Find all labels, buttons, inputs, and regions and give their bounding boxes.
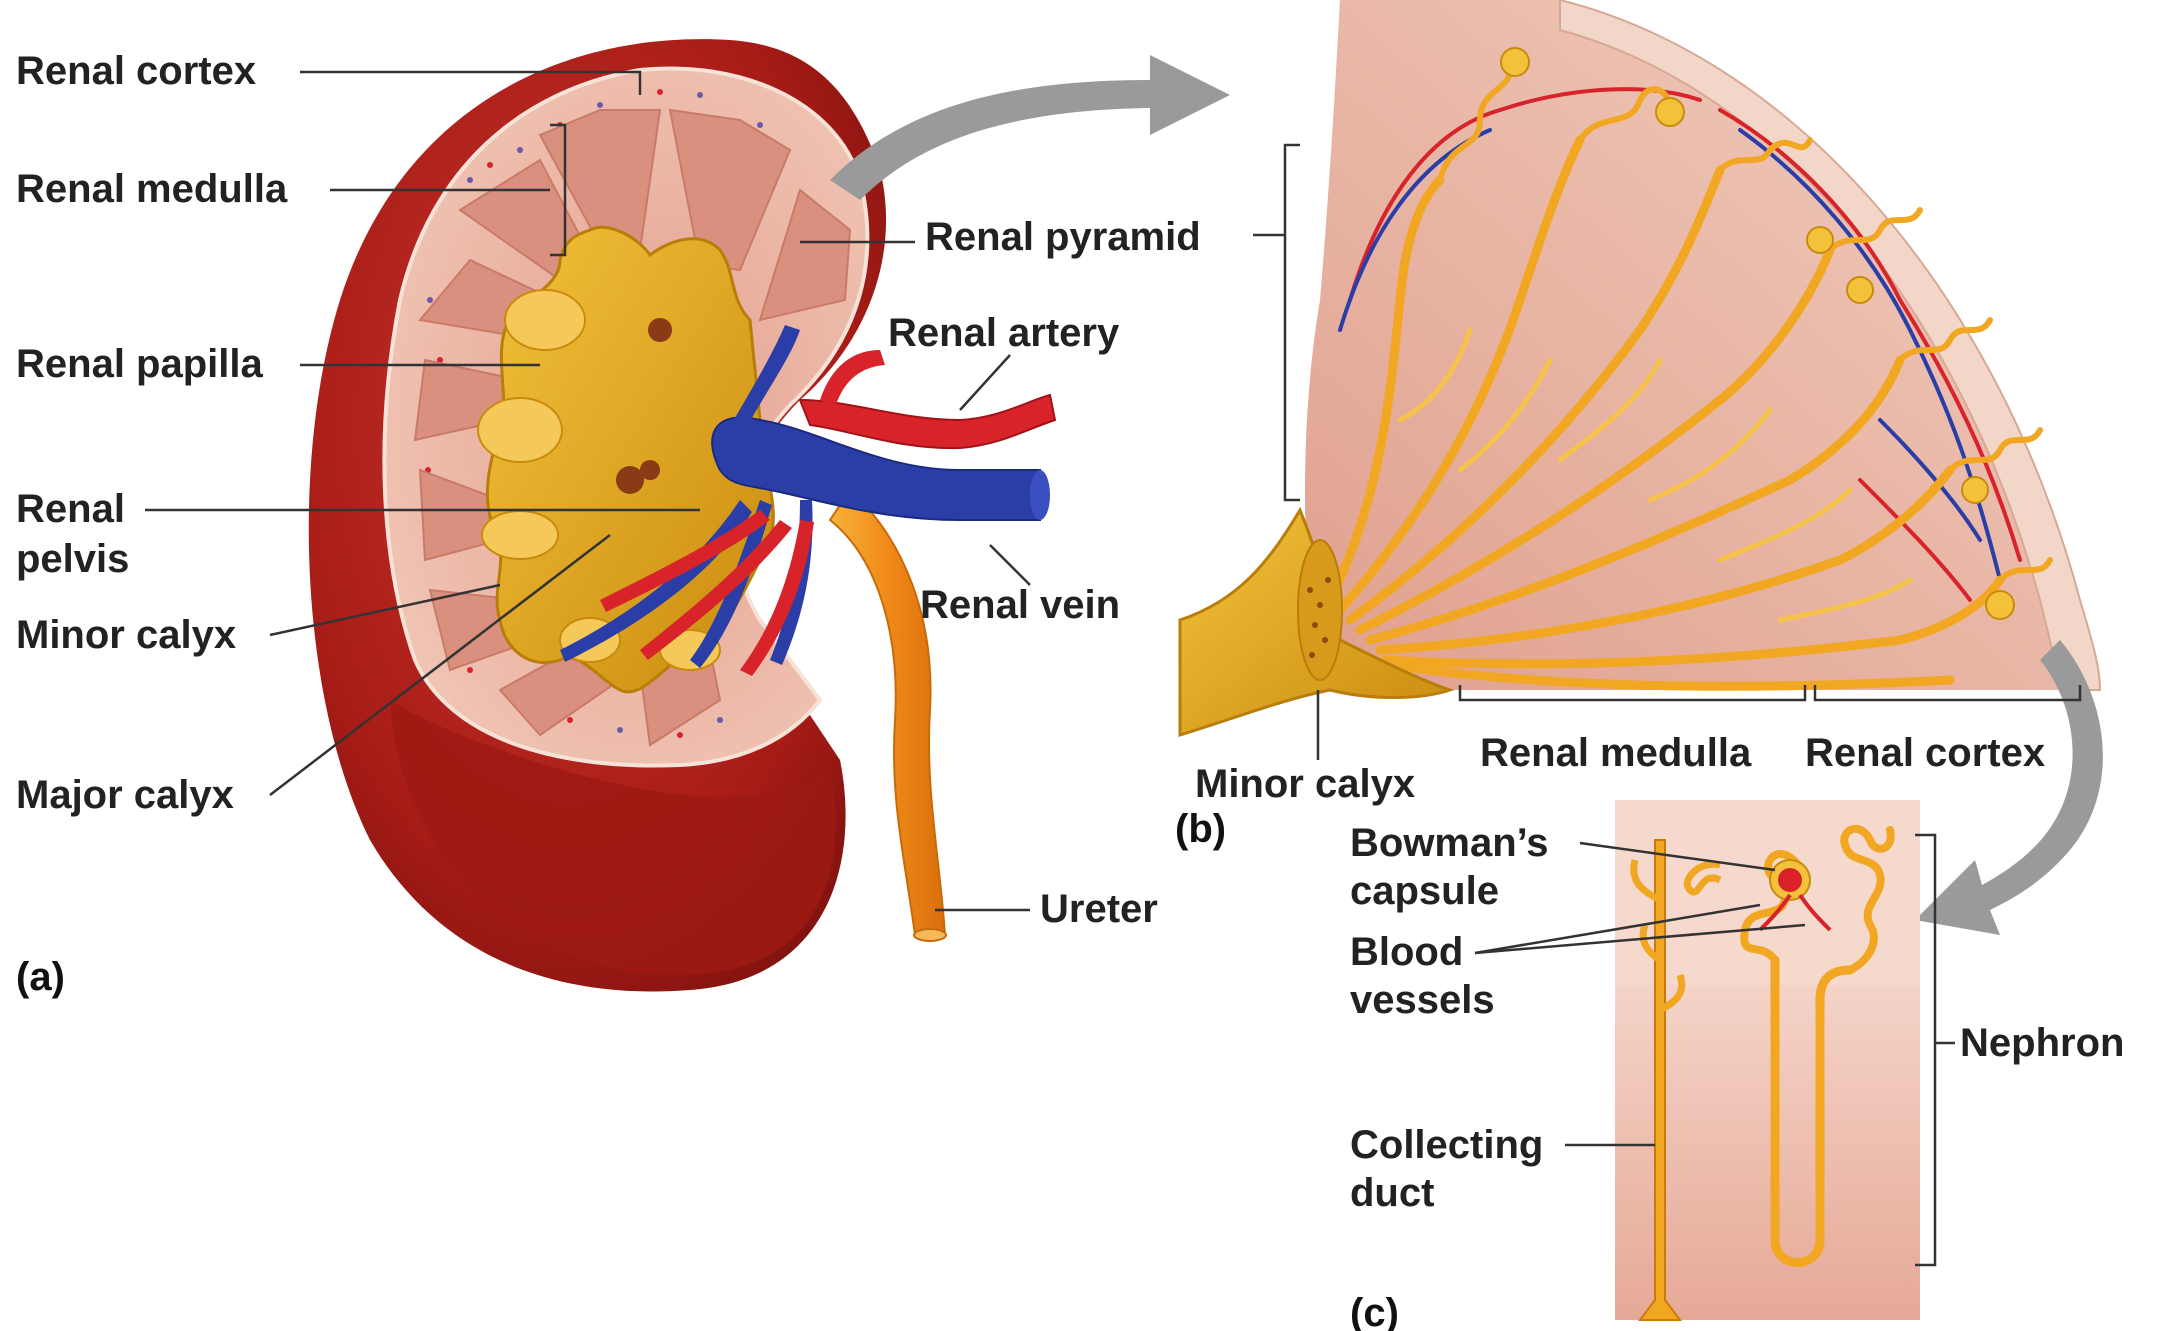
label-renal-cortex-a: Renal cortex [16, 49, 256, 93]
label-bowmans-line1: Bowman’s [1350, 821, 1549, 865]
label-renal-pelvis-line2: pelvis [16, 537, 129, 581]
label-collecting-duct-line2: duct [1350, 1171, 1434, 1215]
kidney-section-illustration [309, 39, 1230, 991]
renal-artery [800, 395, 1055, 448]
label-minor-calyx-b: Minor calyx [1195, 762, 1415, 806]
label-renal-papilla: Renal papilla [16, 342, 263, 386]
label-renal-cortex-b: Renal cortex [1805, 731, 2045, 775]
nephron-illustration [1615, 800, 1920, 1320]
label-renal-medulla-a: Renal medulla [16, 167, 288, 211]
label-renal-vein: Renal vein [920, 583, 1120, 627]
panel-letter-a: (a) [16, 955, 65, 999]
panel-letter-c: (c) [1350, 1291, 1399, 1331]
label-ureter: Ureter [1040, 887, 1158, 931]
label-collecting-duct-line1: Collecting [1350, 1123, 1543, 1167]
panel-letter-b: (b) [1175, 807, 1226, 851]
label-renal-medulla-b: Renal medulla [1480, 731, 1752, 775]
wedge-tissue [1305, 0, 2100, 690]
ureter [830, 490, 945, 935]
zoom-arrow-a-to-b [830, 55, 1230, 200]
label-bowmans-line2: capsule [1350, 869, 1499, 913]
label-major-calyx: Major calyx [16, 773, 234, 817]
glomerulus [1778, 868, 1802, 892]
label-renal-pyramid: Renal pyramid [925, 215, 1201, 259]
label-minor-calyx-a: Minor calyx [16, 613, 236, 657]
label-renal-artery: Renal artery [888, 311, 1120, 355]
label-nephron: Nephron [1960, 1021, 2124, 1065]
label-blood-vessels-line2: vessels [1350, 978, 1495, 1022]
label-renal-pelvis-line1: Renal [16, 487, 125, 531]
label-blood-vessels-line1: Blood [1350, 930, 1463, 974]
